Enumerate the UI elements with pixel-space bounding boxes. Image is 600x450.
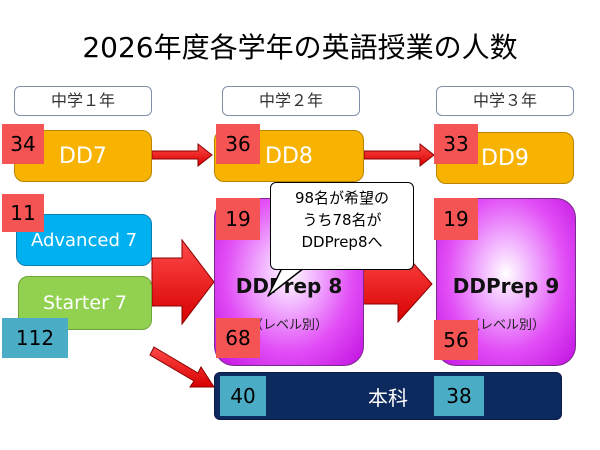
arrow-dd8-to-dd9 bbox=[363, 142, 435, 168]
grade-header-3: 中学３年 bbox=[436, 86, 574, 116]
page-title: 2026年度各学年の英語授業の人数 bbox=[82, 31, 518, 64]
callout-line-3: DDPrep8へ bbox=[301, 233, 383, 251]
ddprep8-bottom-count: 68 bbox=[216, 318, 260, 358]
ddprep9-bottom-count: 56 bbox=[434, 320, 478, 360]
callout-bubble: 98名が希望の うち78名が DDPrep8へ bbox=[270, 182, 414, 270]
advanced-7-box: Advanced 7 bbox=[16, 214, 152, 266]
arrow-g1-to-ddprep8 bbox=[151, 238, 215, 326]
ddprep9-top-count: 19 bbox=[434, 198, 478, 240]
honka-g2-count: 40 bbox=[220, 376, 266, 416]
dd7-count: 34 bbox=[2, 124, 44, 164]
grade-header-2: 中学２年 bbox=[222, 86, 360, 116]
ddprep8-top-count: 19 bbox=[216, 198, 260, 240]
ddprep8-sub: （レベル別） bbox=[249, 318, 328, 333]
arrow-starter-to-honka bbox=[149, 346, 215, 388]
ddprep9-label: DDPrep 9 bbox=[452, 274, 560, 298]
arrow-dd7-to-dd8 bbox=[151, 142, 213, 168]
callout-seam bbox=[284, 266, 302, 269]
ddprep9-sub: （レベル別） bbox=[466, 318, 545, 333]
dd9-count: 33 bbox=[434, 124, 478, 164]
honka-box: 本科 bbox=[214, 372, 562, 420]
callout-line-1: 98名が希望の bbox=[294, 189, 390, 207]
starter-7-count: 112 bbox=[2, 318, 68, 358]
grade-header-1: 中学１年 bbox=[14, 86, 152, 116]
dd8-count: 36 bbox=[216, 124, 260, 164]
honka-g3-count: 38 bbox=[434, 376, 484, 416]
advanced-7-count: 11 bbox=[2, 194, 44, 232]
callout-line-2: うち78名が bbox=[302, 211, 382, 229]
